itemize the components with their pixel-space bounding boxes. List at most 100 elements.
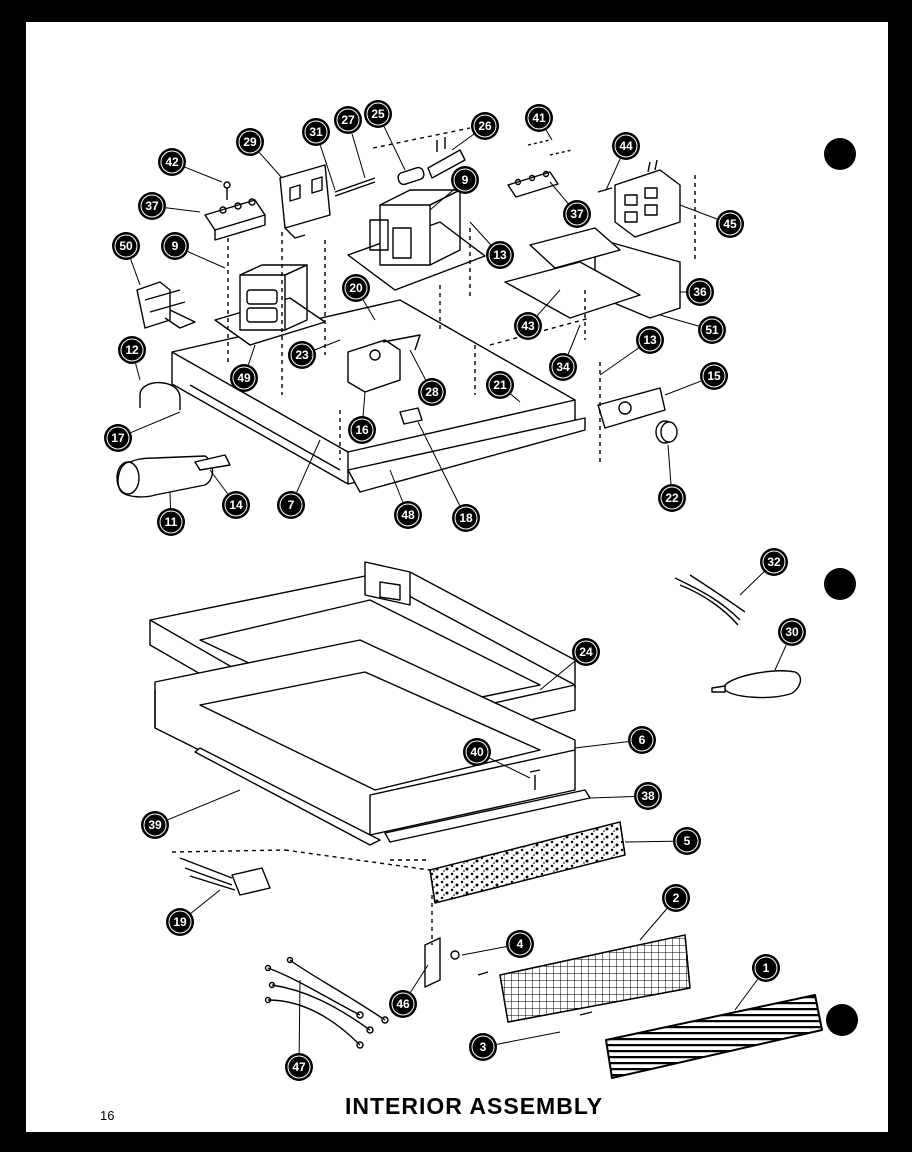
transformer-8 [347, 189, 486, 291]
callout-41: 41 [525, 104, 553, 132]
callout-ring [120, 338, 144, 362]
callout-ring [279, 493, 303, 517]
callout-47: 47 [285, 1053, 313, 1081]
fuse-holder-assembly [334, 127, 471, 197]
callout-4: 4 [506, 930, 534, 958]
callout-49: 49 [230, 364, 258, 392]
leader-line-18 [417, 421, 461, 506]
callout-label: 1 [763, 961, 770, 975]
callout-44: 44 [612, 132, 640, 160]
callout-label: 2 [673, 891, 680, 905]
callout-circle [572, 638, 600, 666]
callout-ring [287, 1055, 311, 1079]
leader-line-26 [451, 133, 474, 151]
leader-line-13 [469, 221, 491, 245]
clip-18 [399, 407, 423, 425]
leader-line-4 [461, 946, 507, 956]
leader-line-34 [567, 324, 581, 355]
callout-21: 21 [486, 371, 514, 399]
leader-line-48 [389, 469, 404, 503]
callout-label: 25 [371, 107, 385, 121]
callout-30: 30 [778, 618, 806, 646]
callout-ring [106, 426, 130, 450]
callout-1: 1 [752, 954, 780, 982]
callout-14: 14 [222, 491, 250, 519]
bracket-46 [424, 937, 441, 988]
callout-ring [140, 194, 164, 218]
assembly-lines-upper [227, 175, 696, 465]
callout-ring [675, 829, 699, 853]
callout-circle [662, 884, 690, 912]
callout-circle [486, 371, 514, 399]
callout-11: 11 [157, 508, 185, 536]
leader-line-19 [190, 889, 221, 914]
callout-29: 29 [236, 128, 264, 156]
leader-line-49 [247, 344, 256, 365]
callout-ring [574, 640, 598, 664]
callout-ring [420, 380, 444, 404]
callout-43: 43 [514, 312, 542, 340]
callout-6: 6 [628, 726, 656, 754]
callout-circle [348, 416, 376, 444]
callout-37: 37 [563, 200, 591, 228]
thermostat-15 [597, 387, 666, 429]
callout-label: 21 [493, 378, 507, 392]
liner-6 [154, 639, 576, 836]
callout-label: 50 [119, 239, 133, 253]
callout-label: 49 [237, 371, 251, 385]
callout-circle [634, 782, 662, 810]
callout-5: 5 [673, 827, 701, 855]
callout-circle [112, 232, 140, 260]
callout-circle [342, 274, 370, 302]
callout-circle [752, 954, 780, 982]
callout-2: 2 [662, 884, 690, 912]
leader-line-2 [639, 908, 668, 941]
callout-label: 20 [349, 281, 363, 295]
callout-circle [514, 312, 542, 340]
callout-circle [451, 166, 479, 194]
callout-label: 12 [125, 343, 139, 357]
callout-circle [334, 106, 362, 134]
callout-ring [163, 234, 187, 258]
callout-circle [288, 341, 316, 369]
capacitor-11 [116, 455, 214, 498]
assembly-lines-lower [171, 849, 433, 945]
callout-label: 36 [693, 285, 707, 299]
callout-ring [488, 243, 512, 267]
leader-line-21 [510, 393, 521, 403]
callout-15: 15 [700, 362, 728, 390]
callout-ring [336, 108, 360, 132]
leader-line-45 [679, 204, 718, 220]
binder-hole-bottom [826, 1004, 858, 1036]
filter-5 [429, 821, 626, 904]
callout-label: 24 [579, 645, 593, 659]
bracket-28 [382, 334, 421, 351]
leader-lines [130, 126, 787, 1054]
leader-line-47 [298, 979, 301, 1054]
callout-circle [698, 316, 726, 344]
callout-label: 37 [145, 199, 159, 213]
callout-circle [141, 811, 169, 839]
wire-32 [674, 574, 746, 626]
callout-circle [158, 148, 186, 176]
callout-20: 20 [342, 274, 370, 302]
callout-ring [780, 620, 804, 644]
callout-ring [527, 106, 551, 130]
callout-ring [636, 784, 660, 808]
callout-circle [364, 100, 392, 128]
callout-13: 13 [636, 326, 664, 354]
leader-line-15 [664, 380, 702, 396]
screw-head-42 [223, 181, 231, 189]
page-title: INTERIOR ASSEMBLY [345, 1093, 604, 1119]
callout-45: 45 [716, 210, 744, 238]
callout-label: 42 [165, 155, 179, 169]
screw-44 [597, 187, 613, 193]
callout-circle [166, 908, 194, 936]
callout-48: 48 [394, 501, 422, 529]
callout-ring [366, 102, 390, 126]
callout-label: 19 [173, 915, 187, 929]
bracket-29 [279, 164, 331, 239]
callout-39: 39 [141, 811, 169, 839]
